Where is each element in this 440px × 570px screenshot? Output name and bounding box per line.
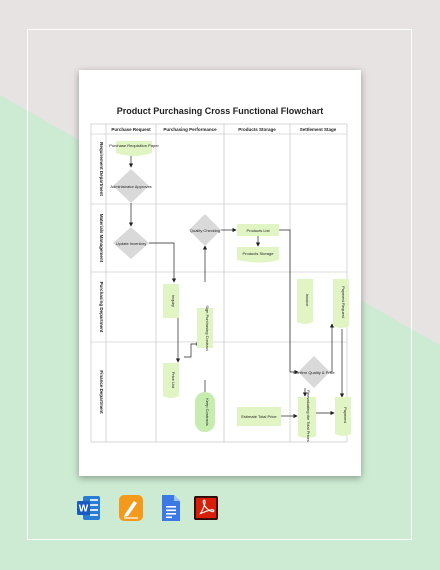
label-quality-checking: Quality Checking bbox=[190, 228, 220, 233]
node-reevaluating bbox=[298, 397, 316, 438]
node-sign-contract bbox=[197, 308, 213, 348]
flowchart-title: Product Purchasing Cross Functional Flow… bbox=[116, 106, 324, 116]
node-price-list bbox=[163, 363, 179, 398]
pages-icon[interactable] bbox=[119, 495, 143, 521]
svg-text:W: W bbox=[79, 504, 89, 515]
word-icon[interactable]: W bbox=[77, 495, 101, 521]
node-estimate-price bbox=[237, 407, 281, 426]
label-products-storage: Products Storage bbox=[243, 251, 275, 256]
label-payment-request: Payment Request bbox=[341, 286, 346, 319]
node-inquiry bbox=[163, 284, 179, 318]
label-price-list: Price List bbox=[171, 372, 176, 389]
column-header-purchase-request: Purchase Request bbox=[111, 127, 151, 132]
decorative-frame bbox=[27, 29, 412, 540]
label-sign-contract: Sign Purchasing Contract bbox=[205, 305, 210, 351]
column-header-purchasing-performance: Purchasing Performance bbox=[163, 127, 217, 132]
label-update-inventory: Update Inventory bbox=[116, 241, 146, 246]
flowchart-canvas: Purchase Request Purchasing Performance … bbox=[90, 123, 351, 443]
label-admin-approves: Administrator Approves bbox=[110, 184, 151, 189]
label-reevaluating: Reevaluating the Total Prices bbox=[306, 390, 311, 442]
flowchart-document: Purchase Request Purchasing Performance … bbox=[79, 70, 361, 476]
label-products-list: Products List bbox=[246, 228, 270, 233]
node-keep-contracts bbox=[195, 392, 215, 432]
google-docs-icon[interactable] bbox=[159, 495, 183, 521]
label-keep-contracts: Keep Contracts bbox=[205, 398, 210, 426]
lane-label-purchasing: Purchasing Department bbox=[99, 282, 104, 333]
node-payment-request bbox=[333, 279, 349, 328]
decision-quality-checking bbox=[189, 214, 221, 246]
label-estimate-price: Estimate Total Price bbox=[241, 414, 277, 419]
decision-admin-approves bbox=[113, 169, 149, 203]
acrobat-pdf-icon[interactable] bbox=[194, 495, 218, 521]
lane-label-materials: Materials Management bbox=[99, 214, 104, 263]
node-purchase-requisition bbox=[116, 141, 152, 156]
label-purchase-requisition: Purchase Requisition Paper bbox=[109, 143, 159, 148]
node-payment bbox=[335, 397, 351, 436]
label-inquiry: Inquiry bbox=[171, 295, 176, 307]
decision-update-inventory bbox=[113, 227, 149, 259]
lane-label-requirement: Requirement Department bbox=[99, 142, 104, 196]
column-header-products-storage: Products Storage bbox=[238, 127, 276, 132]
column-header-settlement-stage: Settlement Stage bbox=[300, 127, 337, 132]
node-products-list bbox=[237, 224, 279, 236]
label-payment: Payment bbox=[343, 407, 348, 424]
lane-label-finance: Finance Department bbox=[99, 370, 104, 414]
label-confirm-quality: Confirm Quality & Price bbox=[293, 370, 335, 375]
node-products-storage bbox=[237, 247, 279, 263]
decision-confirm-quality bbox=[298, 356, 330, 388]
node-invoice bbox=[297, 279, 313, 324]
label-invoice: Invoice bbox=[305, 294, 310, 307]
connectors bbox=[128, 155, 345, 419]
